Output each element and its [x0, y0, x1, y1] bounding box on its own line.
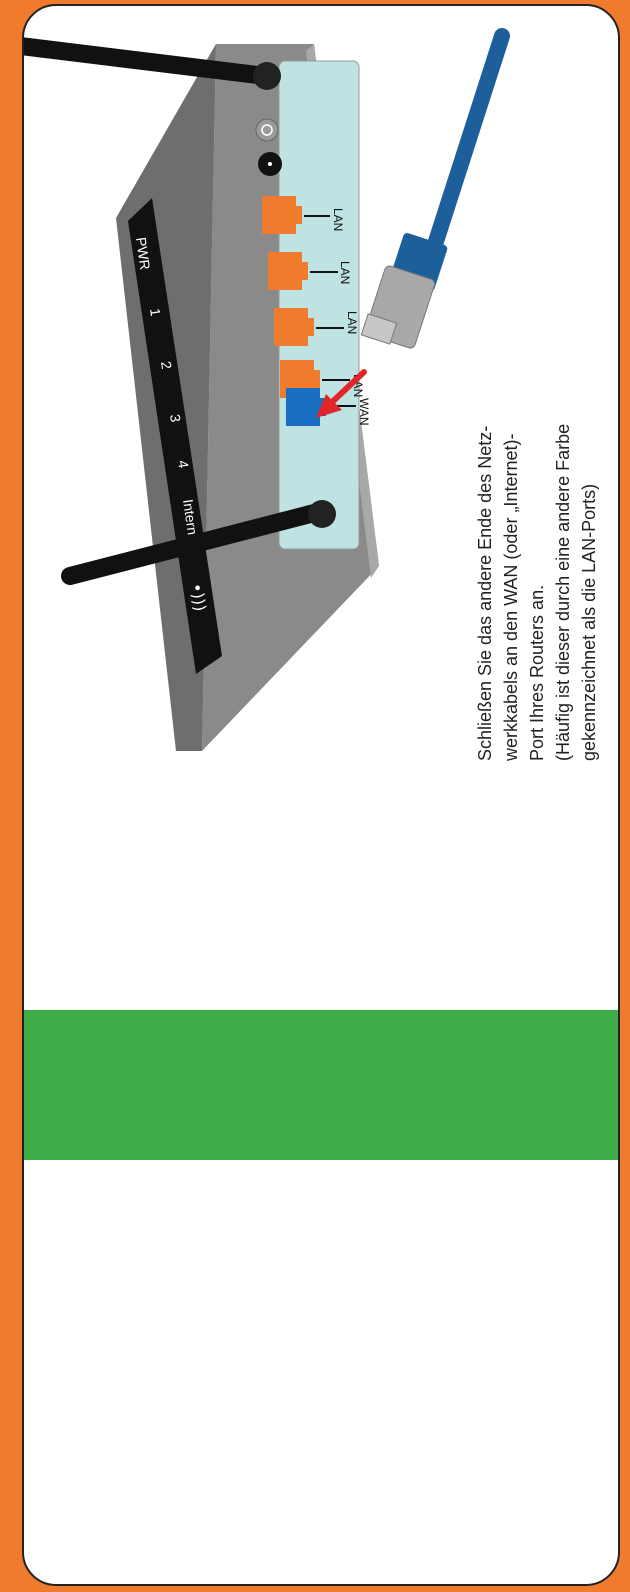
content-panel: PWR 1 2 3 4 Internet •))) [22, 4, 620, 1586]
instruction-line-2: werkkabels an den WAN (oder „Internet)- [498, 301, 524, 761]
port-label: LAN [338, 261, 352, 284]
port-label: WAN [357, 398, 371, 426]
instruction-line-5: gekennzeichnet als die LAN-Ports) [576, 301, 602, 761]
instruction-line-1: Schließen Sie das andere Ende des Netz- [472, 301, 498, 761]
back-panel [279, 61, 359, 549]
port-label: LAN [345, 311, 359, 334]
port-label: LAN [331, 208, 345, 231]
instruction-line-3: Port Ihres Routers an. [524, 301, 550, 761]
dc-jack [258, 152, 282, 176]
wifi-icon: •))) [187, 582, 210, 613]
power-icon [256, 119, 278, 141]
instruction-line-4: (Häufig ist dieser durch eine andere Far… [550, 301, 576, 761]
green-band [24, 1010, 618, 1160]
